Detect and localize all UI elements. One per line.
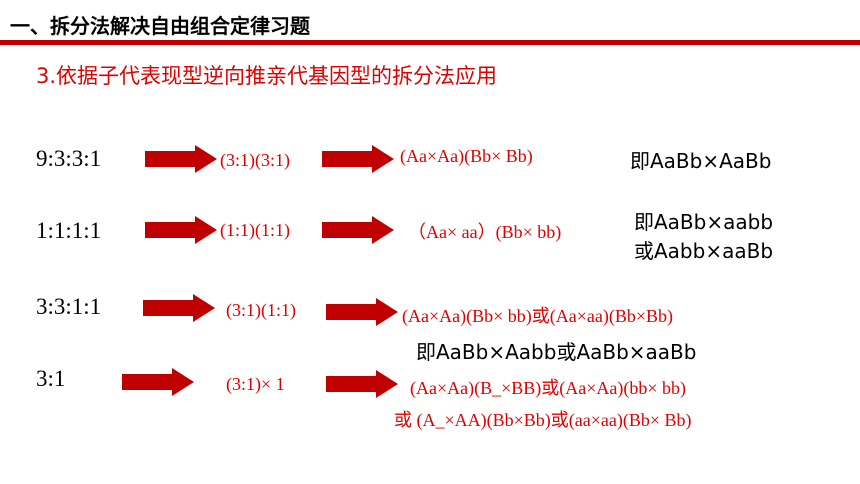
cross-genotype-2: （Aa× aa）(Bb× bb)	[408, 222, 562, 242]
arrow-right-icon	[145, 216, 217, 244]
cross-genotype-3: (Aa×Aa)(Bb× bb)或(Aa×aa)(Bb×Bb)	[402, 306, 674, 326]
section-title: 3.依据子代表现型逆向推亲代基因型的拆分法应用	[36, 64, 498, 88]
parent-genotype-2b: 或Aabb×aaBb	[634, 239, 774, 263]
split-ratio-4: (3:1)× 1	[226, 374, 285, 394]
split-ratio-3: (3:1)(1:1)	[226, 300, 296, 320]
ratio-31: 3:1	[36, 366, 66, 391]
split-ratio-1: (3:1)(3:1)	[220, 150, 290, 170]
arrow-right-icon	[326, 370, 398, 398]
cross-genotype-4b: 或 (A_×AA)(Bb×Bb)或(aa×aa)(Bb× Bb)	[394, 410, 692, 430]
arrow-right-icon	[326, 298, 398, 326]
arrow-right-icon	[143, 294, 215, 322]
split-ratio-2: (1:1)(1:1)	[220, 220, 290, 240]
ratio-3311: 3:3:1:1	[36, 294, 102, 319]
ratio-1111: 1:1:1:1	[36, 218, 102, 243]
cross-genotype-1: (Aa×Aa)(Bb× Bb)	[400, 146, 533, 166]
parent-genotype-2a: 即AaBb×aabb	[634, 210, 774, 234]
arrow-right-icon	[322, 145, 394, 173]
cross-genotype-4a: (Aa×Aa)(B_×BB)或(Aa×Aa)(bb× bb)	[410, 378, 687, 398]
arrow-right-icon	[145, 145, 217, 173]
ratio-9331: 9:3:3:1	[36, 146, 102, 171]
header-title: 一、拆分法解决自由组合定律习题	[10, 14, 310, 38]
arrow-right-icon	[122, 368, 194, 396]
header-divider	[0, 40, 860, 45]
parent-genotype-1: 即AaBb×AaBb	[630, 149, 772, 173]
parent-genotype-3: 即AaBb×Aabb或AaBb×aaBb	[416, 340, 697, 364]
arrow-right-icon	[322, 216, 394, 244]
